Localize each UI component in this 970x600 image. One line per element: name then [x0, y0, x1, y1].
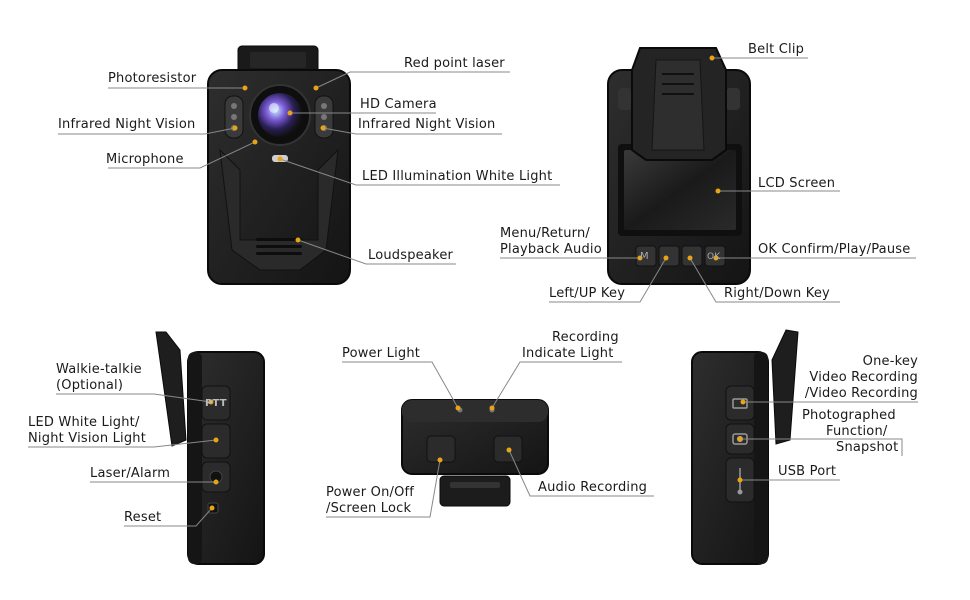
label-lcd-screen: LCD Screen	[758, 176, 836, 191]
label-photo-1: Photographed	[802, 408, 896, 423]
label-left-up: Left/UP Key	[549, 286, 626, 301]
label-led-white-1: LED White Light/	[28, 415, 140, 430]
label-infrared-right: Infrared Night Vision	[358, 117, 496, 132]
label-loudspeaker: Loudspeaker	[368, 248, 454, 263]
left-side-device	[155, 331, 265, 565]
label-led-illumination: LED Illumination White Light	[362, 169, 553, 184]
label-red-point-laser: Red point laser	[404, 56, 505, 71]
label-infrared-left: Infrared Night Vision	[58, 117, 196, 132]
leader-lines	[28, 57, 918, 527]
label-recording-1: Recording	[552, 330, 619, 345]
label-photo-3: Snapshot	[836, 440, 899, 455]
ptt-glyph: PTT	[205, 398, 227, 409]
label-onekey-3: /Video Recording	[804, 386, 918, 401]
key-menu-glyph: M	[640, 251, 649, 262]
label-audio-recording: Audio Recording	[538, 480, 648, 495]
label-power-onoff-1: Power On/Off	[326, 485, 415, 500]
label-power-onoff-2: /Screen Lock	[326, 501, 412, 516]
top-device	[401, 399, 549, 507]
label-laser-alarm: Laser/Alarm	[90, 466, 171, 481]
label-right-down: Right/Down Key	[724, 286, 830, 301]
label-photoresistor: Photoresistor	[108, 71, 197, 86]
label-menu-return-1: Menu/Return/	[500, 226, 590, 241]
label-onekey-2: Video Recording	[809, 370, 918, 385]
label-onekey-1: One-key	[862, 354, 918, 369]
label-led-white-2: Night Vision Light	[28, 431, 147, 446]
label-recording-2: Indicate Light	[522, 346, 614, 361]
label-ok-confirm: OK Confirm/Play/Pause	[758, 242, 911, 257]
label-hd-camera: HD Camera	[360, 97, 437, 112]
label-power-light: Power Light	[342, 346, 421, 361]
front-device	[207, 45, 351, 285]
label-menu-return-2: Playback Audio	[500, 242, 602, 257]
label-photo-2: Function/	[826, 424, 888, 439]
label-walkie-1: Walkie-talkie	[56, 362, 142, 377]
right-side-device	[691, 329, 799, 565]
label-walkie-2: (Optional)	[56, 378, 124, 393]
back-device	[607, 47, 751, 285]
label-microphone: Microphone	[106, 152, 184, 167]
label-reset: Reset	[124, 510, 162, 525]
label-belt-clip: Belt Clip	[748, 42, 805, 57]
marker-dots	[208, 55, 746, 511]
label-usb-port: USB Port	[778, 464, 837, 479]
key-ok-glyph: OK	[707, 252, 721, 262]
